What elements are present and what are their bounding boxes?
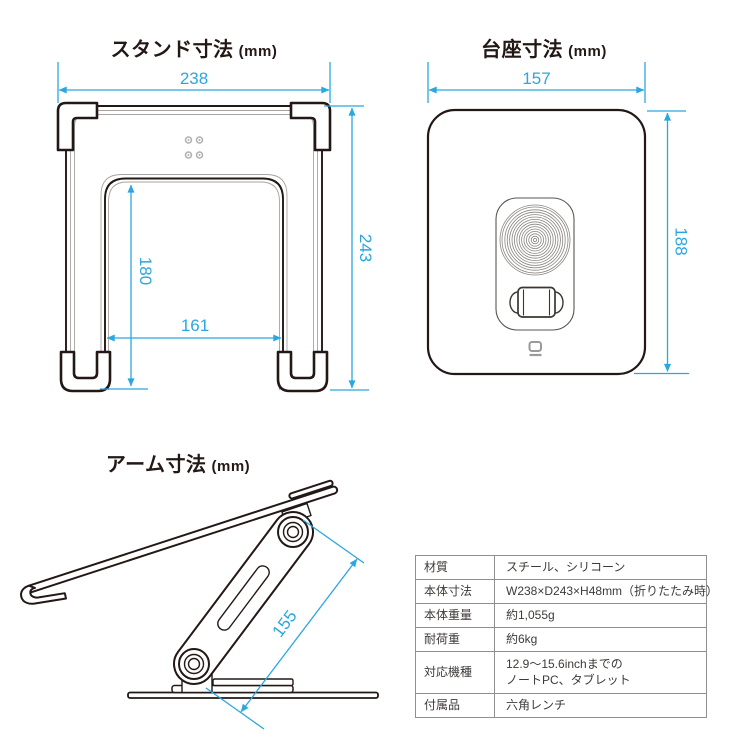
stand-frame xyxy=(65,105,323,390)
extension-line xyxy=(302,519,365,564)
spec-label: 本体寸法 xyxy=(415,579,495,604)
spec-label: 材質 xyxy=(415,555,495,580)
base-hinge-knuckle xyxy=(509,286,564,318)
spec-value: W238×D243×H48mm（折りたたみ時） xyxy=(494,579,718,604)
stand-diagram-title: スタンド寸法(mm) xyxy=(44,33,344,62)
extension-line xyxy=(205,687,265,730)
table-row: 耐荷重 約6kg xyxy=(415,627,707,652)
stand-silicone-caps xyxy=(56,101,332,393)
spec-label: 耐荷重 xyxy=(415,627,495,652)
laptop-tray xyxy=(20,479,339,605)
tray-front-hook xyxy=(20,584,67,605)
base-title-text: 台座寸法 xyxy=(481,39,564,61)
stand-left-foot-cap xyxy=(59,350,112,393)
tray-rear-lip xyxy=(288,479,334,500)
arm-title-unit: (mm) xyxy=(211,458,251,475)
arm-drawing: 155 xyxy=(20,479,379,730)
stand-title-text: スタンド寸法 xyxy=(110,39,234,61)
stand-title-unit: (mm) xyxy=(238,43,278,60)
stand-width-value: 238 xyxy=(180,69,208,88)
stand-top-left-cap xyxy=(56,101,99,152)
stand-contour-line-2 xyxy=(74,114,314,390)
arm-diagram-title: アーム寸法(mm) xyxy=(28,448,328,477)
base-dimensions xyxy=(427,62,689,375)
base-hinge-housing xyxy=(495,197,575,331)
spec-value: 約1,055g xyxy=(494,603,707,628)
arm-base-plates xyxy=(127,666,379,699)
base-swivel-rings xyxy=(499,204,571,276)
spec-value: 約6kg xyxy=(494,627,707,652)
spec-value: 12.9～15.6inchまでの ノートPC、タブレット xyxy=(494,651,707,694)
stand-top-right-cap xyxy=(289,101,332,152)
base-height-value: 188 xyxy=(672,227,691,255)
table-row: 対応機種 12.9～15.6inchまでの ノートPC、タブレット xyxy=(415,651,707,694)
spec-value: 六角レンチ xyxy=(494,693,707,718)
stand-inner-height-value: 180 xyxy=(136,257,155,285)
stand-inner-width-value: 161 xyxy=(181,316,209,335)
stand-contour-line-1 xyxy=(70,110,318,390)
stand-dimensions xyxy=(57,62,369,391)
stand-contour-line-4 xyxy=(108,181,280,390)
table-row: 材質 スチール、シリコーン xyxy=(415,555,707,580)
base-width-value: 157 xyxy=(522,69,550,88)
stand-opening-edge xyxy=(104,177,284,390)
base-drawing: 157 188 xyxy=(426,62,691,376)
spec-table: 材質 スチール、シリコーン 本体寸法 W238×D243×H48mm（折りたたみ… xyxy=(415,555,718,718)
stand-drawing: 238 243 180 161 xyxy=(56,62,375,393)
stand-height-value: 243 xyxy=(356,234,375,262)
table-row: 本体重量 約1,055g xyxy=(415,603,707,628)
arm-dimensions xyxy=(205,519,365,730)
spec-label: 対応機種 xyxy=(415,651,495,694)
table-row: 本体寸法 W238×D243×H48mm（折りたたみ時） xyxy=(415,579,718,604)
dimension-line-arm-length xyxy=(240,558,358,713)
arm-step-plate xyxy=(212,678,294,687)
stand-contour-line-3 xyxy=(100,174,288,390)
spec-label: 本体重量 xyxy=(415,603,495,628)
stand-right-foot-cap xyxy=(276,350,329,393)
stand-screw-holes xyxy=(184,136,204,159)
table-row: 付属品 六角レンチ xyxy=(415,693,707,718)
arm-title-text: アーム寸法 xyxy=(105,454,207,476)
base-diagram-title: 台座寸法(mm) xyxy=(394,33,694,62)
base-plate-outline xyxy=(426,108,647,376)
spec-label: 付属品 xyxy=(415,693,495,718)
arm-length-value: 155 xyxy=(268,607,300,641)
spec-value: スチール、シリコーン xyxy=(494,555,707,580)
brand-mark-icon xyxy=(528,341,542,357)
base-title-unit: (mm) xyxy=(568,43,607,60)
